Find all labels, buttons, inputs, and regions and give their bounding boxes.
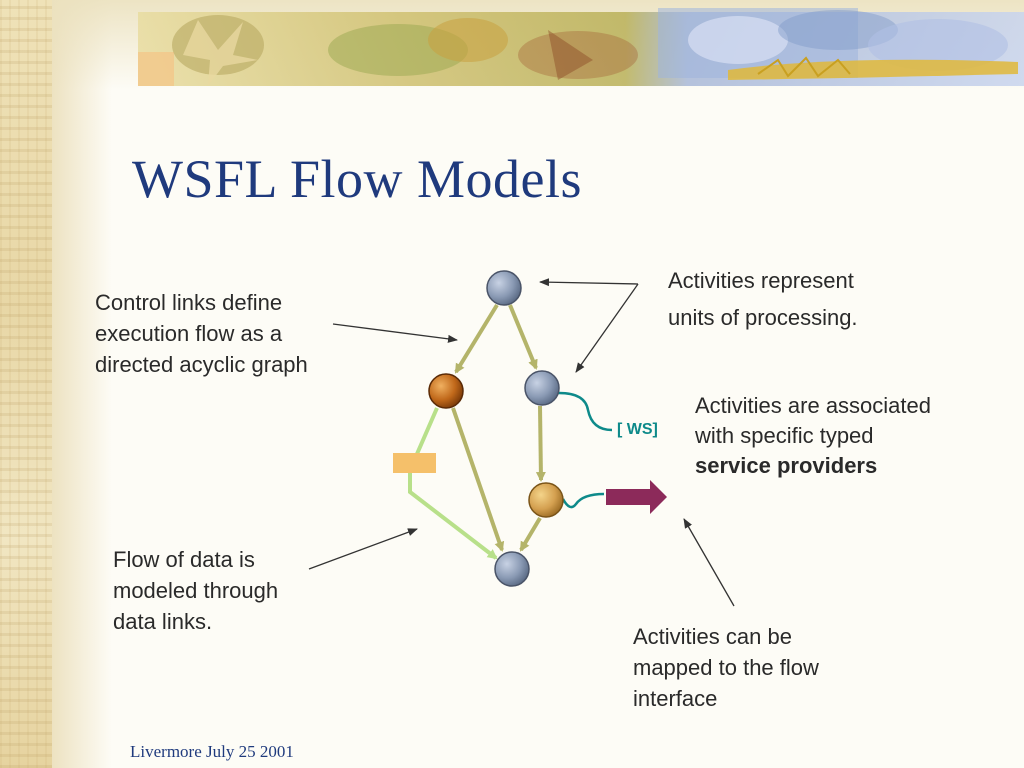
activities-associated-caption: Activities are associated with specific … [695,391,931,481]
caption-line: mapped to the flow [633,655,819,680]
activities-represent-caption: Activities represent units of processing… [668,262,858,336]
flow-interface-arrow [606,480,667,514]
callout-arrow-flow-interface [683,518,735,607]
control-links-caption: Control links define execution flow as a… [95,287,308,380]
control-link-middle-bottom [519,516,542,552]
caption-line-bold: service providers [695,451,931,481]
caption-line: data links. [113,609,213,634]
control-link-left-bottom [451,407,505,552]
caption-line: with specific typed [695,423,874,448]
callout-arrow-data-links [308,528,418,570]
caption-line: units of processing. [668,305,858,330]
activities-mapped-caption: Activities can be mapped to the flow int… [633,621,819,714]
slide-title: WSFL Flow Models [132,149,583,209]
interface-link [561,492,605,509]
caption-line: Control links define [95,290,283,315]
callout-arrow-activities-top [539,278,639,287]
activity-node-top [486,270,522,306]
caption-line: execution flow as a [95,321,283,346]
control-link-top-right [508,304,538,370]
left-texture-strip [0,0,52,768]
data-block [393,453,436,473]
caption-line: Activities are associated [695,393,931,418]
activity-node-middle [528,482,564,518]
activity-node-right [524,370,560,406]
left-texture-fade [52,0,112,768]
ws-label: [ WS] [617,421,658,438]
caption-line: Activities represent [668,268,854,293]
service-providers-emphasis: service providers [695,453,878,478]
callout-arrow-control-links [332,323,458,343]
service-provider-link [555,391,613,432]
caption-line: interface [633,686,718,711]
callout-arrow-activities-right [575,283,639,373]
activity-node-bottom [494,551,530,587]
caption-line: modeled through [113,578,279,603]
data-link [408,407,498,560]
control-link-top-left [454,303,499,374]
flow-of-data-caption: Flow of data is modeled through data lin… [113,544,278,637]
caption-line: directed acyclic graph [95,352,308,377]
slide-footer: Livermore July 25 2001 [130,742,294,761]
caption-line: Activities can be [633,624,792,649]
decorative-banner-image [138,8,1024,86]
activity-node-left [428,373,464,409]
caption-line: Flow of data is [113,547,255,572]
control-link-right-middle [535,405,546,482]
